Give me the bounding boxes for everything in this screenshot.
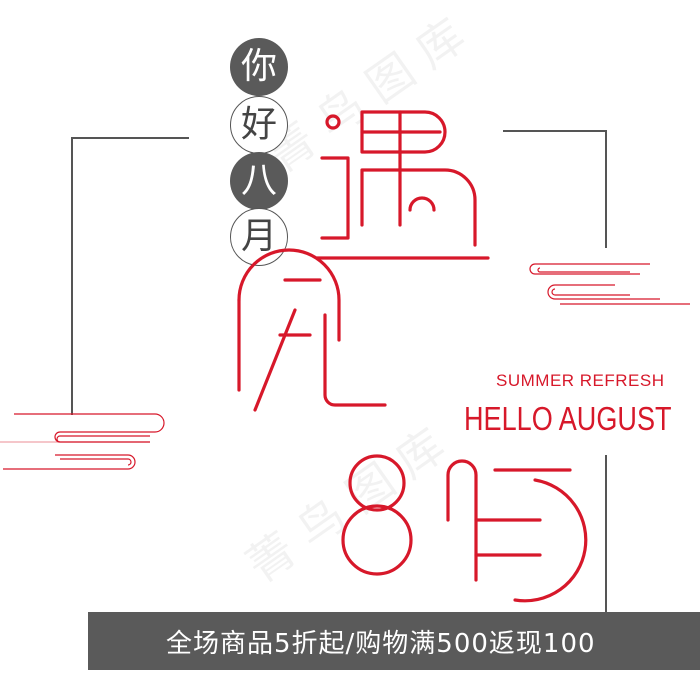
cloud-icon xyxy=(0,413,165,470)
circle-char: 好 xyxy=(230,96,288,154)
subtitle-en: SUMMER REFRESH xyxy=(496,371,665,390)
promo-text: 全场商品5折起/购物满500返现100 xyxy=(166,628,596,659)
circle-char: 月 xyxy=(230,208,288,266)
title-en: HELLO AUGUST xyxy=(464,400,672,437)
glyph-yue xyxy=(446,459,588,603)
cloud-icon xyxy=(529,263,690,305)
circle-char: 你 xyxy=(230,38,288,96)
circle-char: 八 xyxy=(230,152,288,210)
glyph-jian xyxy=(237,248,387,412)
promo-banner: 全场商品5折起/购物满500返现100 xyxy=(88,612,700,670)
glyph-yu xyxy=(315,110,490,260)
glyph-eight xyxy=(341,454,413,576)
